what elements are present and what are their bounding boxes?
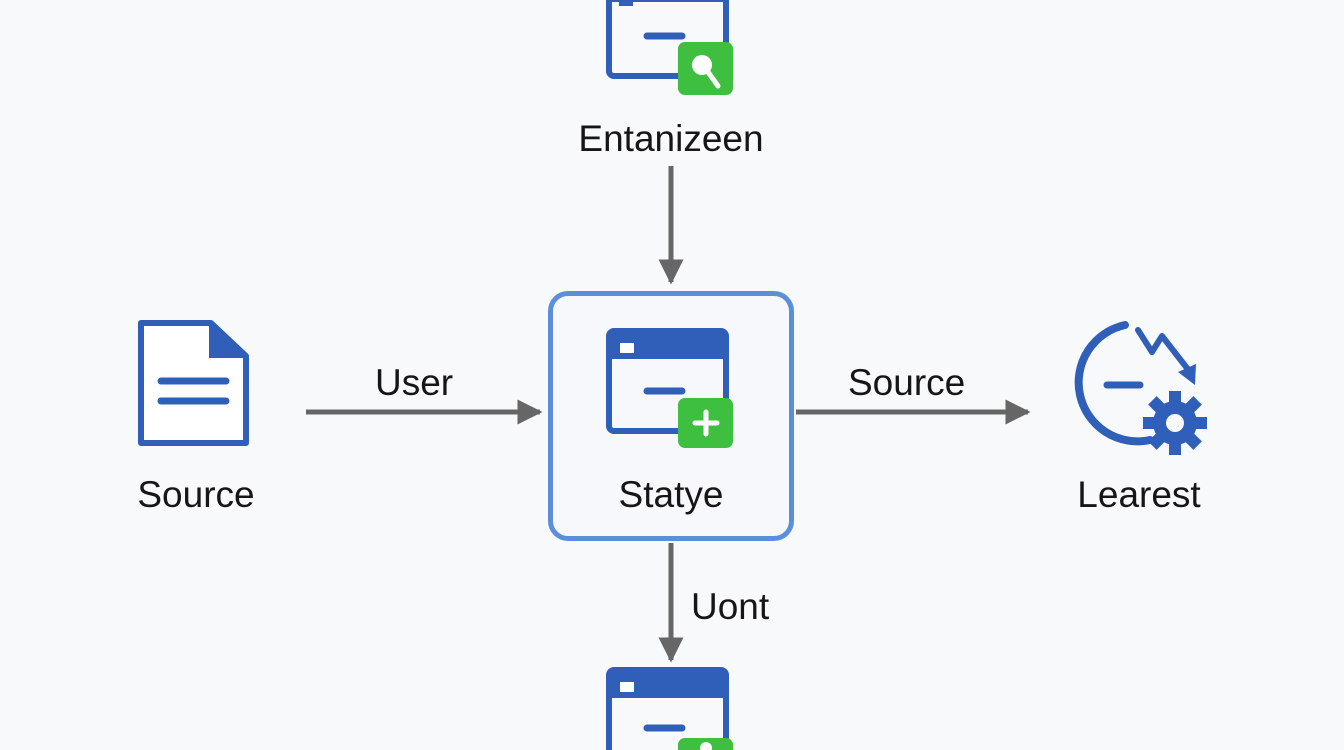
edge-label-user: User [375, 362, 454, 403]
center-node-label: Statye [618, 474, 724, 515]
edge-label-uont: Uont [691, 586, 770, 627]
right-node-label: Learest [1077, 474, 1201, 515]
window-add-icon [606, 328, 733, 448]
top-node-label: Entanizeen [578, 118, 764, 159]
window-settings-icon [606, 667, 733, 750]
left-node-label: Source [137, 474, 255, 515]
edge-label-source: Source [848, 362, 966, 403]
window-search-icon [606, 0, 733, 95]
clock-gear-icon [1074, 321, 1207, 455]
document-icon [138, 320, 249, 446]
